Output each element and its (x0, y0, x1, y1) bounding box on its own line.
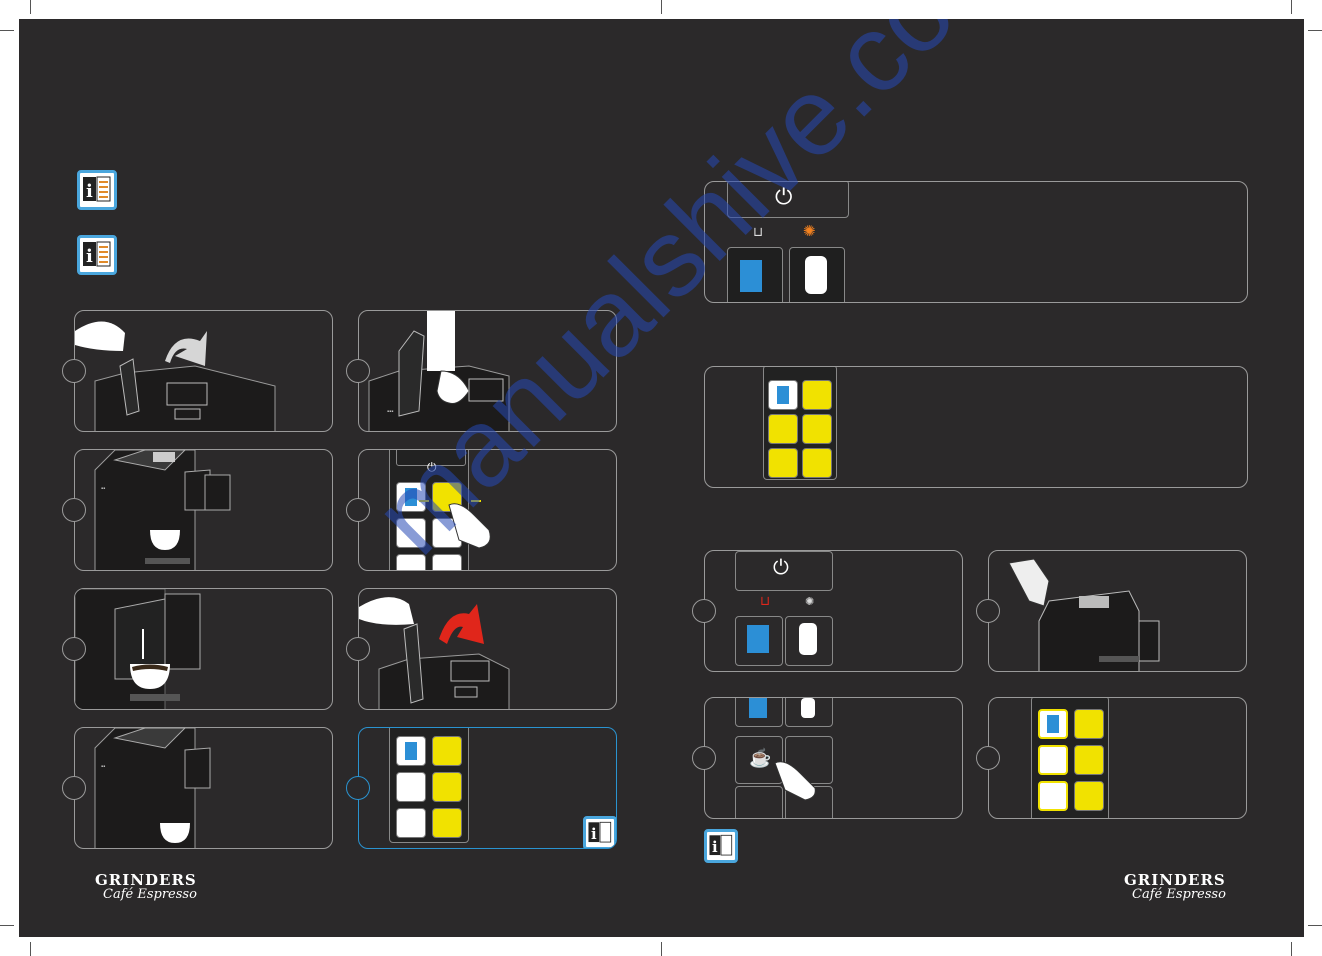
svg-text:i: i (86, 181, 93, 202)
crop-mark (1291, 0, 1292, 14)
step-marker (62, 776, 86, 800)
step-panel-descale-progress (988, 697, 1247, 819)
svg-text:▪▪: ▪▪ (101, 486, 105, 492)
crop-mark (661, 0, 662, 14)
step-panel-insert-capsule: ▪▪▪ (358, 310, 617, 432)
lungo-button (802, 380, 832, 410)
power-icon: ⏻ (773, 557, 789, 579)
ristretto-button (396, 554, 426, 570)
espresso-button (396, 772, 426, 802)
cappuccino-button (432, 554, 462, 570)
espresso-button (396, 518, 426, 548)
step-marker (692, 599, 716, 623)
step-panel-place-cup: ▪▪ (74, 449, 333, 571)
cappuccino-button (432, 808, 462, 838)
control-panel (1031, 698, 1109, 818)
descale-icon: ✺ (803, 223, 816, 240)
crop-mark (661, 942, 662, 956)
americano-button (432, 772, 462, 802)
water-button (768, 380, 798, 410)
crop-mark (30, 942, 31, 956)
coffee-cup-icon: ☕ (749, 748, 772, 768)
info-book-icon: i (704, 829, 738, 863)
step-marker (62, 359, 86, 383)
step-marker (976, 746, 1000, 770)
panel-descale-indicator: ⏻ ⊔ ✺ (704, 181, 1248, 303)
crop-mark (30, 0, 31, 14)
lungo-button (799, 623, 817, 655)
step-marker (346, 637, 370, 661)
step-marker (346, 359, 370, 383)
descale-icon: ✺ (805, 596, 815, 608)
step-panel-lift-lever-eject (358, 588, 617, 710)
step-marker (346, 498, 370, 522)
step-marker (976, 599, 1000, 623)
step-panel-start-descale: ☕ (704, 697, 963, 819)
brand-name: GRINDERS (1124, 871, 1226, 889)
manual-page: i i ▪▪▪ (19, 19, 1304, 937)
ristretto-button (768, 448, 798, 478)
brand-subtitle: Café Espresso (1132, 887, 1226, 902)
crop-mark (1308, 30, 1322, 31)
info-book-icon: i (583, 816, 616, 848)
brand-logo-right: GRINDERS Café Espresso (1124, 871, 1226, 902)
water-button (396, 482, 426, 512)
water-button (747, 625, 769, 653)
espresso-button (1038, 745, 1068, 775)
crop-mark (0, 925, 14, 926)
lungo-button (801, 698, 815, 718)
lungo-button (805, 256, 827, 294)
power-icon: ⏻ (427, 460, 437, 474)
info-book-icon: i (77, 170, 117, 210)
step-panel-fill-water (988, 550, 1247, 672)
step-panel-water-warning: ⏻ ⊔ ✺ (704, 550, 963, 672)
brand-subtitle: Café Espresso (103, 887, 197, 902)
step-panel-eject-capsule: ▪▪ (74, 727, 333, 849)
water-tank-icon: ⊔ (753, 224, 764, 239)
control-panel (763, 367, 837, 480)
water-button (1038, 709, 1068, 739)
brand-name: GRINDERS (95, 871, 197, 889)
water-button (740, 260, 762, 292)
svg-text:▪▪: ▪▪ (101, 764, 105, 770)
cappuccino-button (802, 448, 832, 478)
step-panel-press-button: ⏻ (358, 449, 617, 571)
step-marker (692, 746, 716, 770)
step-panel-lift-lever (74, 310, 333, 432)
americano-button (1074, 745, 1104, 775)
step-marker (346, 776, 370, 800)
step-panel-brewing (74, 588, 333, 710)
svg-text:i: i (591, 826, 597, 843)
americano-button (802, 414, 832, 444)
step-panel-programming: i (358, 727, 617, 849)
water-tank-icon: ⊔ (760, 593, 771, 608)
lungo-button (432, 736, 462, 766)
power-icon: ⏻ (775, 184, 793, 209)
svg-text:i: i (86, 246, 93, 267)
ristretto-button (1038, 781, 1068, 811)
control-panel (389, 728, 469, 843)
espresso-button (768, 414, 798, 444)
svg-text:i: i (712, 839, 718, 856)
crop-mark (1291, 942, 1292, 956)
water-button (396, 736, 426, 766)
ristretto-button (396, 808, 426, 838)
crop-mark (1308, 925, 1322, 926)
step-marker (62, 498, 86, 522)
cappuccino-button (1074, 781, 1104, 811)
crop-mark (0, 30, 14, 31)
info-book-icon: i (77, 235, 117, 275)
panel-all-lights (704, 366, 1248, 488)
svg-text:▪▪▪: ▪▪▪ (387, 409, 393, 415)
step-marker (62, 637, 86, 661)
lungo-button (1074, 709, 1104, 739)
brand-logo-left: GRINDERS Café Espresso (95, 871, 197, 902)
water-button (749, 698, 767, 718)
